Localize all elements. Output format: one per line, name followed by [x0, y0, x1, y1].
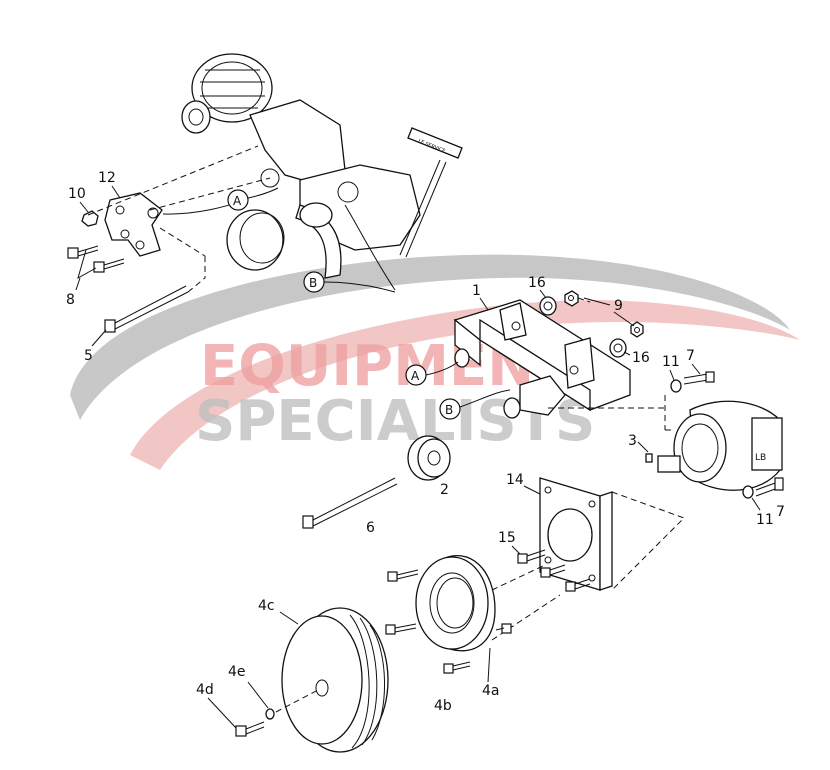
adapter-plate-14 — [539, 477, 685, 591]
bracket-assembly-12 — [67, 145, 271, 333]
bolt-8b — [93, 258, 125, 273]
label-2: 2 — [440, 482, 449, 498]
washer-11b — [742, 485, 754, 499]
label-11-bot: 11 — [756, 512, 774, 528]
callout-A-top: A — [227, 189, 249, 211]
bolt-8a — [67, 245, 99, 259]
label-7-bot: 7 — [776, 504, 785, 520]
label-8: 8 — [66, 292, 75, 308]
label-4c: 4c — [258, 598, 275, 614]
bolt-4d — [235, 721, 265, 737]
bolt-5 — [104, 285, 189, 333]
bolt-15b — [540, 564, 566, 578]
callout-B-top: B — [303, 271, 325, 293]
spacer-16a — [539, 296, 557, 316]
label-4e: 4e — [228, 664, 246, 680]
drive-hub-4a — [415, 554, 561, 652]
watermark-swoosh-red — [130, 300, 800, 470]
label-5: 5 — [84, 348, 93, 364]
label-1: 1 — [472, 283, 481, 299]
label-16-top: 16 — [528, 275, 546, 291]
label-4b: 4b — [434, 698, 452, 714]
bolt-15c — [565, 578, 591, 592]
label-12: 12 — [98, 170, 116, 186]
spacer-16b — [609, 338, 627, 358]
label-15: 15 — [498, 530, 516, 546]
washer-4e — [265, 708, 275, 720]
svg-text:B: B — [445, 403, 453, 417]
engine-alternator-assembly: LE SERVICE — [181, 53, 463, 291]
mounting-bracket-1 — [453, 299, 665, 419]
label-9: 9 — [614, 298, 623, 314]
label-14: 14 — [506, 472, 524, 488]
svg-text:B: B — [309, 276, 317, 290]
watermark-swoosh-gray — [70, 254, 790, 420]
label-6: 6 — [366, 520, 375, 536]
washer-11a — [670, 379, 682, 393]
bolt-7a — [683, 371, 715, 385]
label-11-top: 11 — [662, 354, 680, 370]
hydraulic-pump: LB — [645, 400, 783, 491]
label-3: 3 — [628, 433, 637, 449]
bolt-15 — [517, 549, 546, 564]
idler-pulley-2 — [407, 435, 451, 481]
label-4a: 4a — [482, 683, 500, 699]
crank-pulley-4c — [281, 607, 389, 753]
label-16-bot: 16 — [632, 350, 650, 366]
svg-text:A: A — [233, 194, 242, 208]
bolt-6 — [302, 477, 398, 529]
label-10: 10 — [68, 186, 86, 202]
bolt-7b — [755, 477, 784, 497]
label-4d: 4d — [196, 682, 214, 698]
nut-9a — [564, 290, 579, 307]
part-labels: 1 2 3 4a 4b 4c 4d 4e 5 6 7 7 8 9 10 11 1… — [66, 170, 785, 729]
label-7-top: 7 — [686, 348, 695, 364]
hub-bolts — [385, 569, 512, 674]
callout-B-bracket: B — [439, 398, 461, 420]
svg-text:A: A — [411, 369, 420, 383]
pump-tag: LB — [755, 453, 766, 463]
callout-A-bracket: A — [405, 364, 427, 386]
nut-9b — [630, 321, 644, 338]
